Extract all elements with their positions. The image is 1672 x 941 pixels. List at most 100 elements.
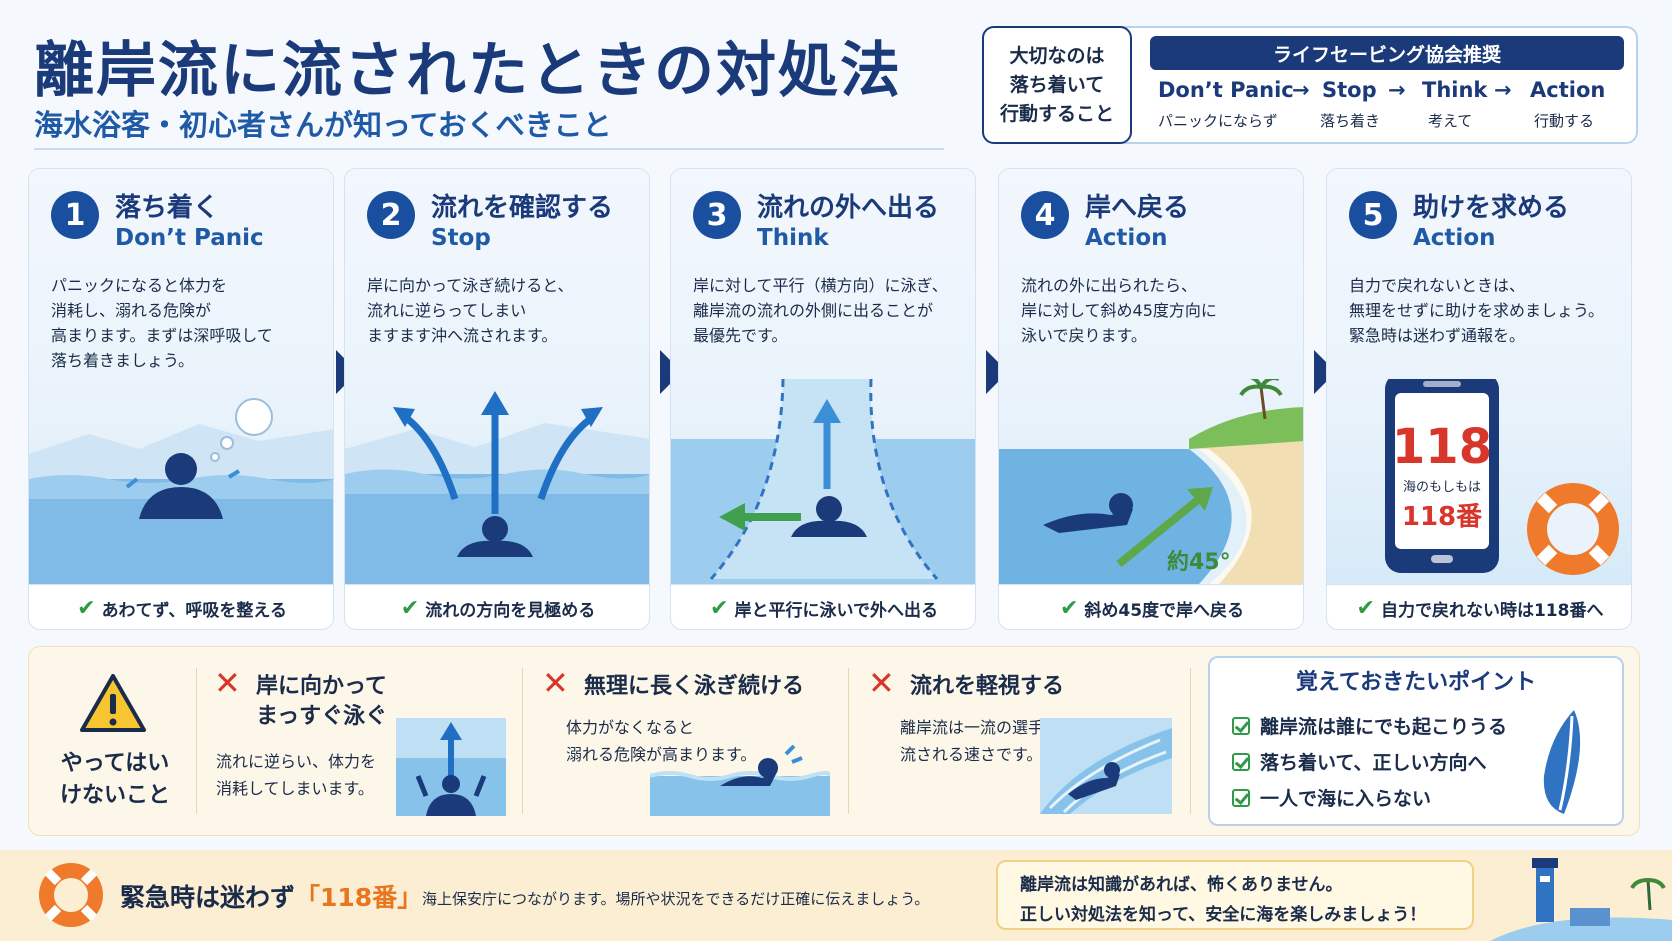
angle-label: 約45° <box>1167 549 1231 575</box>
cross-icon: ✕ <box>868 664 895 702</box>
dont-heading-line: 岸に向かって <box>256 674 387 699</box>
step-card-5: 5 助けを求める Action 自力で戻れないときは、 無理をせずに助けを求めま… <box>1326 168 1632 630</box>
dont-heading-line: まっすぐ泳ぐ <box>256 704 388 729</box>
dont-desc-line: 流れに逆らい、体力を <box>216 752 377 771</box>
desc-line: 自力で戻れないときは、 <box>1349 276 1526 295</box>
flow-en: Stop <box>1322 78 1377 102</box>
page-title: 離岸流に流されたときの対処法 <box>34 36 902 106</box>
dont-description: 体力がなくなると 溺れる危険が高まります。 <box>566 714 756 768</box>
dont-description: 流れに逆らい、体力を 消耗してしまいます。 <box>216 748 376 802</box>
key-point-item: 一人で海に入らない <box>1232 784 1431 811</box>
tip-line: 大切なのは <box>1009 44 1105 67</box>
life-ring-icon <box>39 863 103 927</box>
step-checkpoint: ✔ 斜め45度で岸へ戻る <box>999 584 1303 629</box>
dont-heading: 無理に長く泳ぎ続ける <box>584 672 804 702</box>
flow-arrow-icon: → <box>1494 78 1512 102</box>
phone-big-number: 118 <box>1392 419 1492 475</box>
desc-line: 緊急時は迷わず通報を。 <box>1349 326 1526 345</box>
cross-icon: ✕ <box>214 664 241 702</box>
flow-jp: 行動する <box>1534 112 1595 130</box>
divider <box>1190 668 1191 814</box>
check-icon: ✔ <box>400 595 420 621</box>
key-point-text: 落ち着いて、正しい方向へ <box>1260 752 1487 774</box>
emergency-note: 海上保安庁につながります。場所や状況をできるだけ正確に伝えましょう。 <box>422 890 930 908</box>
lighthouse-icon <box>1490 858 1672 941</box>
step-subtitle: Think <box>757 225 829 251</box>
step-card-2: 2 流れを確認する Stop 岸に向かって泳ぎ続けると、 流れに逆らってしまい … <box>344 168 650 630</box>
desc-line: 落ち着きましょう。 <box>51 351 195 370</box>
step-title: 流れを確認する <box>431 193 614 223</box>
step-description: パニックになると体力を 消耗し、溺れる危険が 高まります。まずは深呼吸して 落ち… <box>51 273 323 373</box>
key-point-item: 離岸流は誰にでも起こりうる <box>1232 712 1507 739</box>
current-direction-illustration <box>345 391 649 584</box>
dont-heading: 岸に向かって まっすぐ泳ぐ <box>256 672 387 732</box>
desc-line: 無理をせずに助けを求めましょう。 <box>1349 301 1605 320</box>
desc-line: 岸に向かって泳ぎ続けると、 <box>367 276 574 295</box>
divider <box>196 668 197 814</box>
checkpoint-text: 自力で戻れない時は118番へ <box>1380 600 1604 621</box>
desc-line: 消耗し、溺れる危険が <box>51 301 212 320</box>
flow-arrow-icon: → <box>1292 78 1310 102</box>
step-number: 3 <box>693 191 741 239</box>
emergency-message: 緊急時は迷わず「118番」 <box>120 878 422 914</box>
desc-line: 高まります。まずは深呼吸して <box>51 326 273 345</box>
title-divider <box>34 148 944 150</box>
dont-desc-line: 体力がなくなると <box>566 718 695 737</box>
desc-line: 離岸流の流れの外側に出ることが <box>693 301 934 320</box>
call-118-illustration: 118 海のもしもは 118番 <box>1385 379 1619 575</box>
dont-description: 離岸流は一流の選手でも 流される速さです。 <box>900 714 1076 768</box>
step-description: 流れの外に出られたら、 岸に対して斜め45度方向に 泳いで戻ります。 <box>1021 273 1293 348</box>
step-number: 4 <box>1021 191 1069 239</box>
checkbox-icon <box>1232 753 1250 771</box>
checkpoint-text: 流れの方向を見極める <box>425 600 596 621</box>
step-number: 1 <box>51 191 99 239</box>
desc-line: パニックになると体力を <box>51 276 228 295</box>
step-card-1: 1 落ち着く Don’t Panic パニックになると体力を 消耗し、溺れる危険… <box>28 168 334 630</box>
phone-caption: 海のもしもは <box>1403 480 1481 495</box>
dont-desc-line: 消耗してしまいます。 <box>216 779 374 798</box>
dont-desc-line: 溺れる危険が高まります。 <box>566 745 757 764</box>
recommend-band: ライフセービング協会推奨 <box>1150 36 1624 70</box>
flow-en: Think <box>1422 78 1488 102</box>
step-title: 落ち着く <box>115 193 220 223</box>
checkpoint-text: 斜め45度で岸へ戻る <box>1084 600 1245 621</box>
step-number: 2 <box>367 191 415 239</box>
dont-heading-line: 無理に長く泳ぎ続ける <box>584 674 805 699</box>
donts-title: やってはい けないこと <box>40 748 190 812</box>
cross-icon: ✕ <box>542 664 569 702</box>
phone-number-label: 118番 <box>1402 502 1483 532</box>
step-description: 岸に向かって泳ぎ続けると、 流れに逆らってしまい ますます沖へ流されます。 <box>367 273 639 348</box>
step-title: 流れの外へ出る <box>757 193 940 223</box>
checkpoint-text: 岸と平行に泳いで外へ出る <box>734 600 938 621</box>
desc-line: 最優先です。 <box>693 326 788 345</box>
checkbox-icon <box>1232 717 1250 735</box>
key-point-item: 落ち着いて、正しい方向へ <box>1232 748 1486 775</box>
key-point-text: 一人で海に入らない <box>1260 788 1432 810</box>
donts-title-line: けないこと <box>59 783 170 808</box>
checkbox-icon <box>1232 789 1250 807</box>
donts-title-line: やってはい <box>60 751 170 776</box>
desc-line: 岸に対して斜め45度方向に <box>1021 301 1217 320</box>
key-point-text: 離岸流は誰にでも起こりうる <box>1260 716 1508 738</box>
step-description: 自力で戻れないときは、 無理をせずに助けを求めましょう。 緊急時は迷わず通報を。 <box>1349 273 1621 348</box>
emergency-number: 「118番」 <box>295 883 423 912</box>
fast-current-illustration <box>1040 718 1172 814</box>
step-card-4: 4 岸へ戻る Action 流れの外に出られたら、 岸に対して斜め45度方向に … <box>998 168 1304 630</box>
step-title: 助けを求める <box>1413 193 1570 223</box>
page-subtitle: 海水浴客・初心者さんが知っておくべきこと <box>34 108 612 142</box>
flow-en: Don’t Panic <box>1158 78 1294 102</box>
check-icon: ✔ <box>77 595 96 621</box>
calm-swimmer-illustration <box>29 398 333 584</box>
step-checkpoint: ✔ 流れの方向を見極める <box>345 584 649 629</box>
tip-line: 行動すること <box>999 102 1114 125</box>
emergency-text: 緊急時は迷わず <box>120 883 296 912</box>
flow-jp: 考えて <box>1428 112 1473 130</box>
closing-message-box <box>996 860 1474 930</box>
step-card-3: 3 流れの外へ出る Think 岸に対して平行（横方向）に泳ぎ、 離岸流の流れの… <box>670 168 976 630</box>
warning-icon <box>80 674 146 732</box>
step-title: 岸へ戻る <box>1085 193 1190 223</box>
return-shore-illustration: 約45° <box>999 379 1303 584</box>
desc-line: 流れに逆らってしまい <box>367 301 527 320</box>
step-subtitle: Don’t Panic <box>115 225 264 251</box>
dont-desc-line: 離岸流は一流の選手でも <box>900 718 1077 737</box>
